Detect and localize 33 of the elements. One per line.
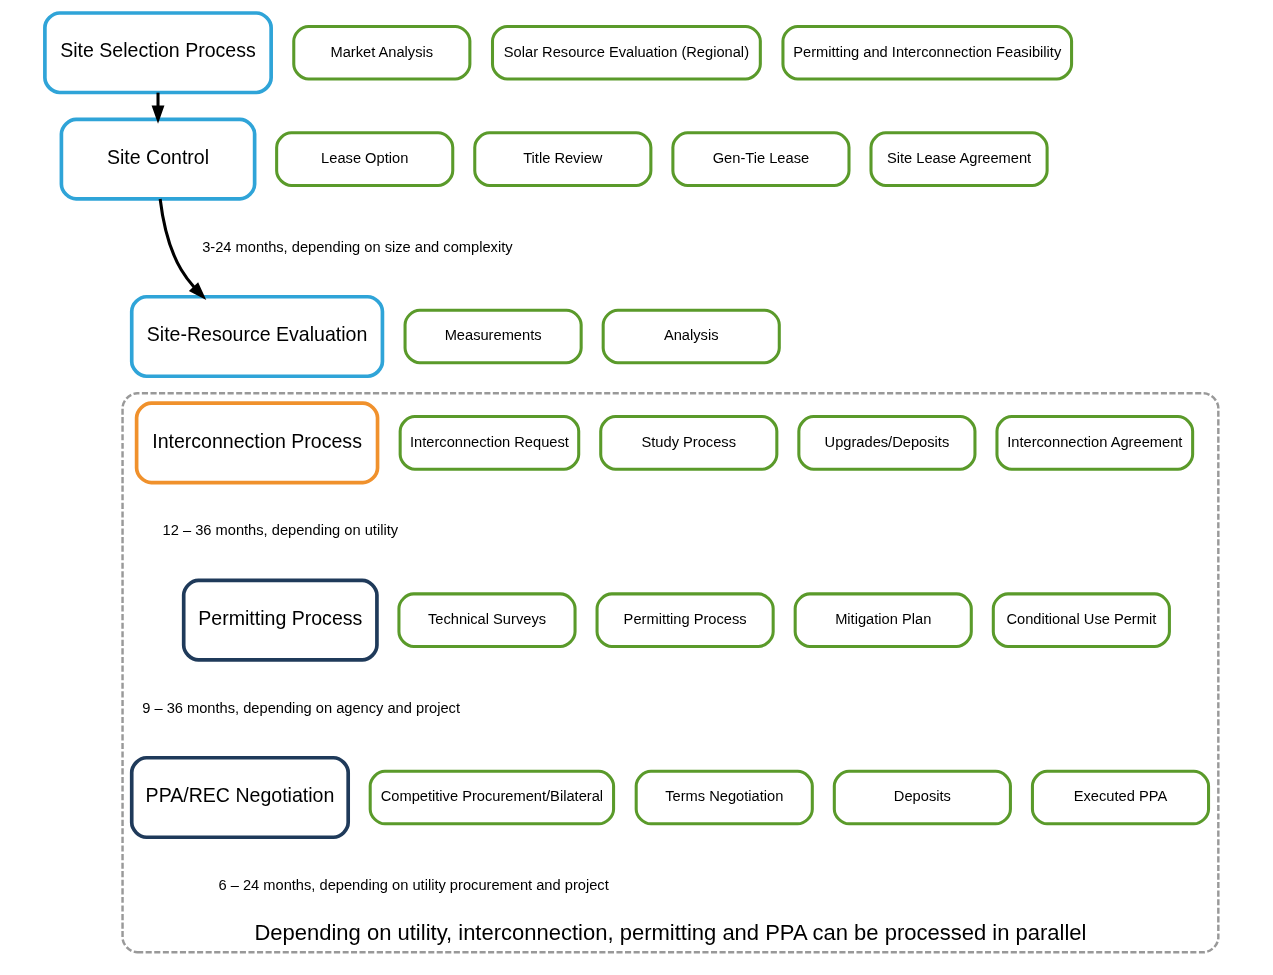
node-box: Site-Resource Evaluation: [129, 294, 385, 379]
node-box: Technical Surveys: [397, 592, 577, 648]
node-label: 6 – 24 months, depending on utility procurement and project: [218, 876, 609, 893]
arrow: [151, 92, 165, 124]
node-label: 9 – 36 months, depending on agency and project: [142, 699, 460, 716]
node-box: Permitting and Interconnection Feasibility: [781, 24, 1074, 81]
node-label: 3-24 months, depending on size and complexity: [202, 238, 513, 255]
node-box: Upgrades/Deposits: [797, 415, 977, 471]
node-box: Mitigation Plan: [793, 592, 973, 648]
node-box: Solar Resource Evaluation (Regional): [490, 24, 762, 81]
node-box: Interconnection Request: [398, 415, 581, 471]
node-box: Permitting Process: [595, 592, 775, 648]
node-label: 12 – 36 months, depending on utility: [162, 522, 399, 539]
node-box: Title Review: [473, 131, 653, 187]
node-box: Competitive Procurement/Bilateral: [368, 769, 616, 826]
node-box: Deposits: [832, 769, 1012, 826]
node-box: Market Analysis: [292, 24, 472, 81]
node-box: Analysis: [601, 308, 781, 365]
node-box: Site Lease Agreement: [869, 131, 1049, 187]
arrow: [158, 198, 207, 300]
node-box: Gen-Tie Lease: [671, 131, 851, 187]
node-box: Conditional Use Permit: [991, 592, 1171, 648]
node-box: Site Control: [59, 117, 257, 201]
node-box: Executed PPA: [1030, 769, 1211, 826]
node-box: Interconnection Agreement: [995, 415, 1195, 471]
node-box: Study Process: [599, 415, 779, 471]
node-box: Lease Option: [275, 131, 455, 187]
node-box: Interconnection Process: [134, 401, 380, 485]
node-box: Permitting Process: [181, 578, 379, 662]
node-box: Site Selection Process: [43, 11, 273, 95]
node-box: Terms Negotiation: [634, 769, 814, 826]
node-box: PPA/REC Negotiation: [129, 755, 351, 840]
node-box: Measurements: [403, 308, 583, 365]
